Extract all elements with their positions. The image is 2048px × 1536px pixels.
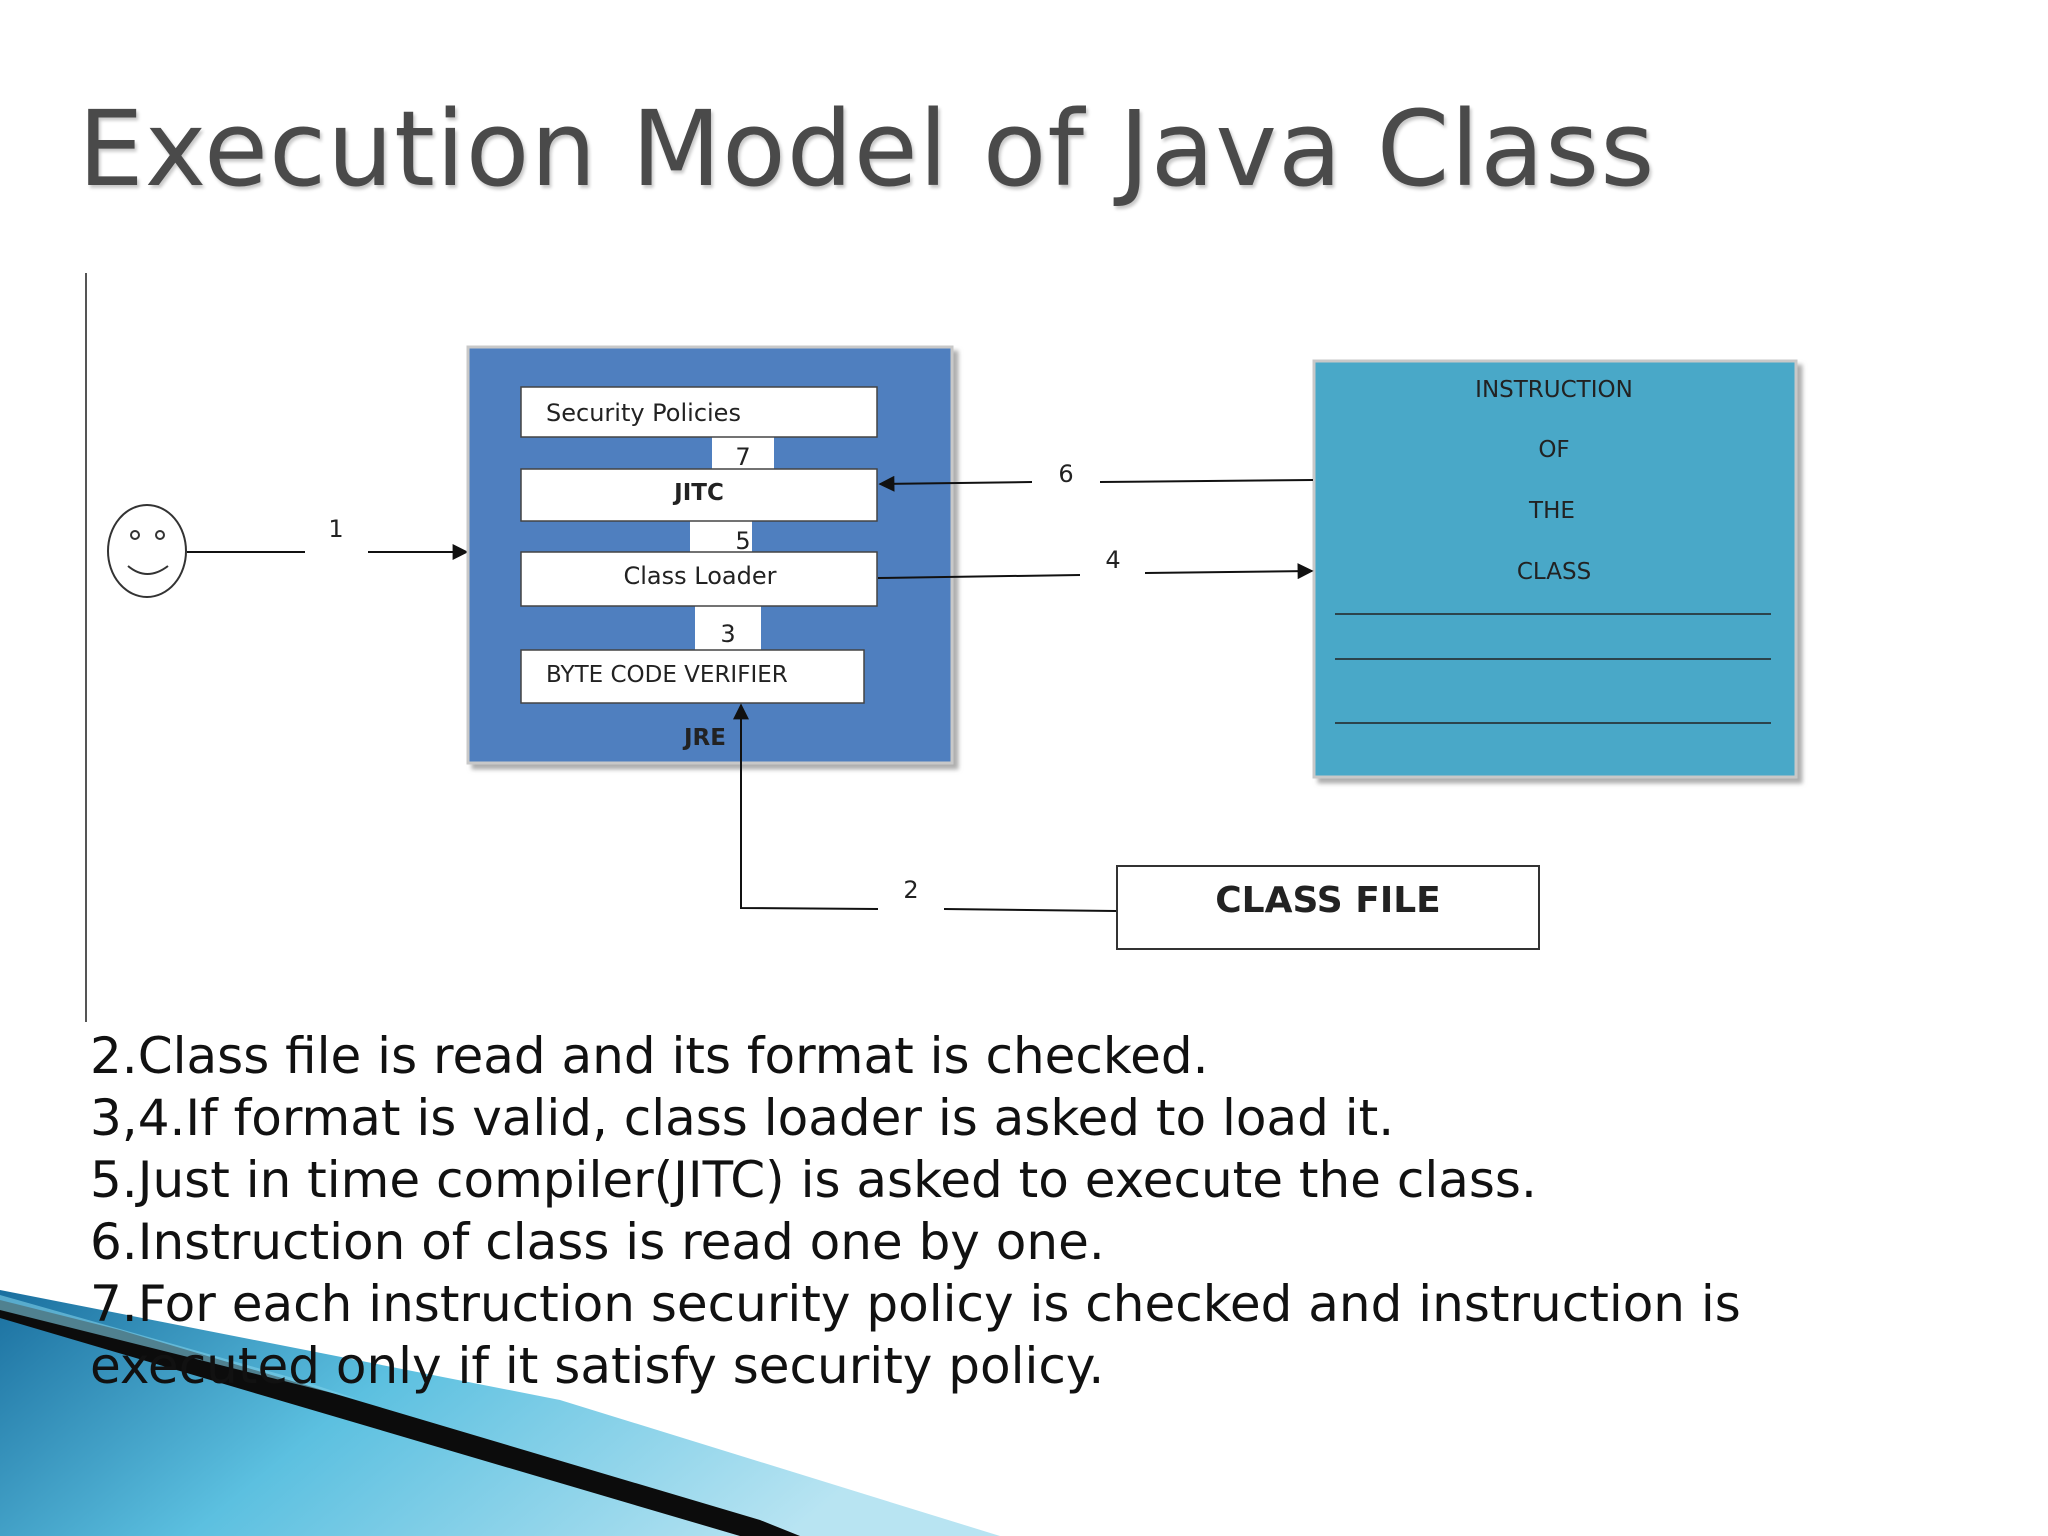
gap-label-7: 7 xyxy=(735,443,750,471)
instruction-box xyxy=(1312,359,1798,779)
arrow-2-line-b xyxy=(733,703,879,910)
user-smiley-icon xyxy=(107,504,187,598)
instruction-line-1: INSTRUCTION xyxy=(1475,377,1633,403)
instruction-line-4: CLASS xyxy=(1517,559,1591,585)
arrow-2-label: 2 xyxy=(903,876,918,904)
explanation-line: 7.For each instruction security policy i… xyxy=(90,1275,1741,1333)
slide-title: Execution Model of Java Class xyxy=(78,88,1656,210)
class-loader-box xyxy=(520,551,878,607)
security-policies-box xyxy=(520,386,878,438)
arrow-1-label: 1 xyxy=(328,515,343,543)
class-file-box xyxy=(1116,865,1540,950)
gap-band-3 xyxy=(695,604,761,650)
explanation-line: 2.Class file is read and its format is c… xyxy=(90,1027,1209,1085)
arrow-6-line-b xyxy=(878,475,1033,492)
explanation-line: 3,4.If format is valid, class loader is … xyxy=(90,1089,1395,1147)
gap-label-5: 5 xyxy=(735,527,750,555)
arrow-6-label: 6 xyxy=(1058,460,1073,488)
explanation-line: 5.Just in time compiler(JITC) is asked t… xyxy=(90,1151,1537,1209)
instruction-line-3: THE xyxy=(1528,498,1575,524)
arrow-2-line-a xyxy=(943,908,1117,912)
byte-code-verifier-box xyxy=(520,649,865,704)
gap-band-7 xyxy=(712,434,774,470)
gap-label-3: 3 xyxy=(720,620,735,648)
gap-band-5 xyxy=(690,518,752,554)
explanation-line: executed only if it satisfy security pol… xyxy=(90,1337,1105,1395)
security-policies-label: Security Policies xyxy=(546,399,741,427)
byte-code-verifier-label: BYTE CODE VERIFIER xyxy=(546,662,788,688)
class-loader-label: Class Loader xyxy=(624,562,777,590)
jitc-label: JITC xyxy=(672,480,724,506)
jitc-box xyxy=(520,468,878,522)
explanation-line: 6.Instruction of class is read one by on… xyxy=(90,1213,1105,1271)
jre-label: JRE xyxy=(682,725,726,751)
arrow-4-line-a xyxy=(877,574,1081,579)
arrow-4-line-b xyxy=(1144,563,1314,580)
arrow-4-label: 4 xyxy=(1105,546,1120,574)
arrow-6-line-a xyxy=(1099,479,1314,483)
instruction-line-2: OF xyxy=(1538,437,1569,463)
class-file-label: CLASS FILE xyxy=(1215,880,1441,921)
explanation-list: 2.Class file is read and its format is c… xyxy=(90,1025,1940,1397)
